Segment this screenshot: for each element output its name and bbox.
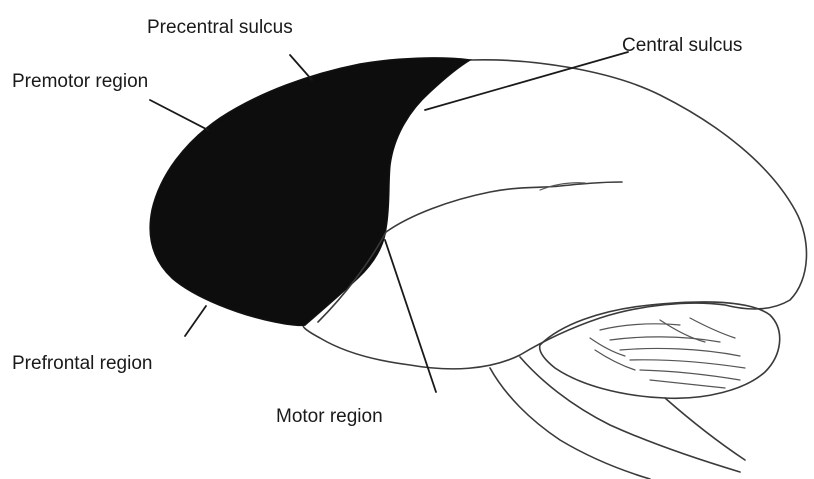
brainstem-outline-2 <box>490 368 650 479</box>
label-motor-region: Motor region <box>276 406 383 427</box>
frontal-region-fill <box>150 58 470 325</box>
leader-precentral-sulcus <box>290 55 312 80</box>
label-precentral-sulcus: Precentral sulcus <box>147 17 293 38</box>
leader-premotor-region <box>150 100 208 130</box>
lateral-fissure <box>386 182 622 232</box>
cerebellum-folia <box>590 318 745 388</box>
leader-prefrontal-region <box>185 306 206 336</box>
brainstem-outline <box>520 357 740 472</box>
label-central-sulcus: Central sulcus <box>622 35 742 56</box>
label-prefrontal-region: Prefrontal region <box>12 353 152 374</box>
leader-motor-region <box>385 240 436 392</box>
label-premotor-region: Premotor region <box>12 71 148 92</box>
brainstem-posterior <box>665 398 745 460</box>
cerebellum-outline <box>540 302 780 398</box>
